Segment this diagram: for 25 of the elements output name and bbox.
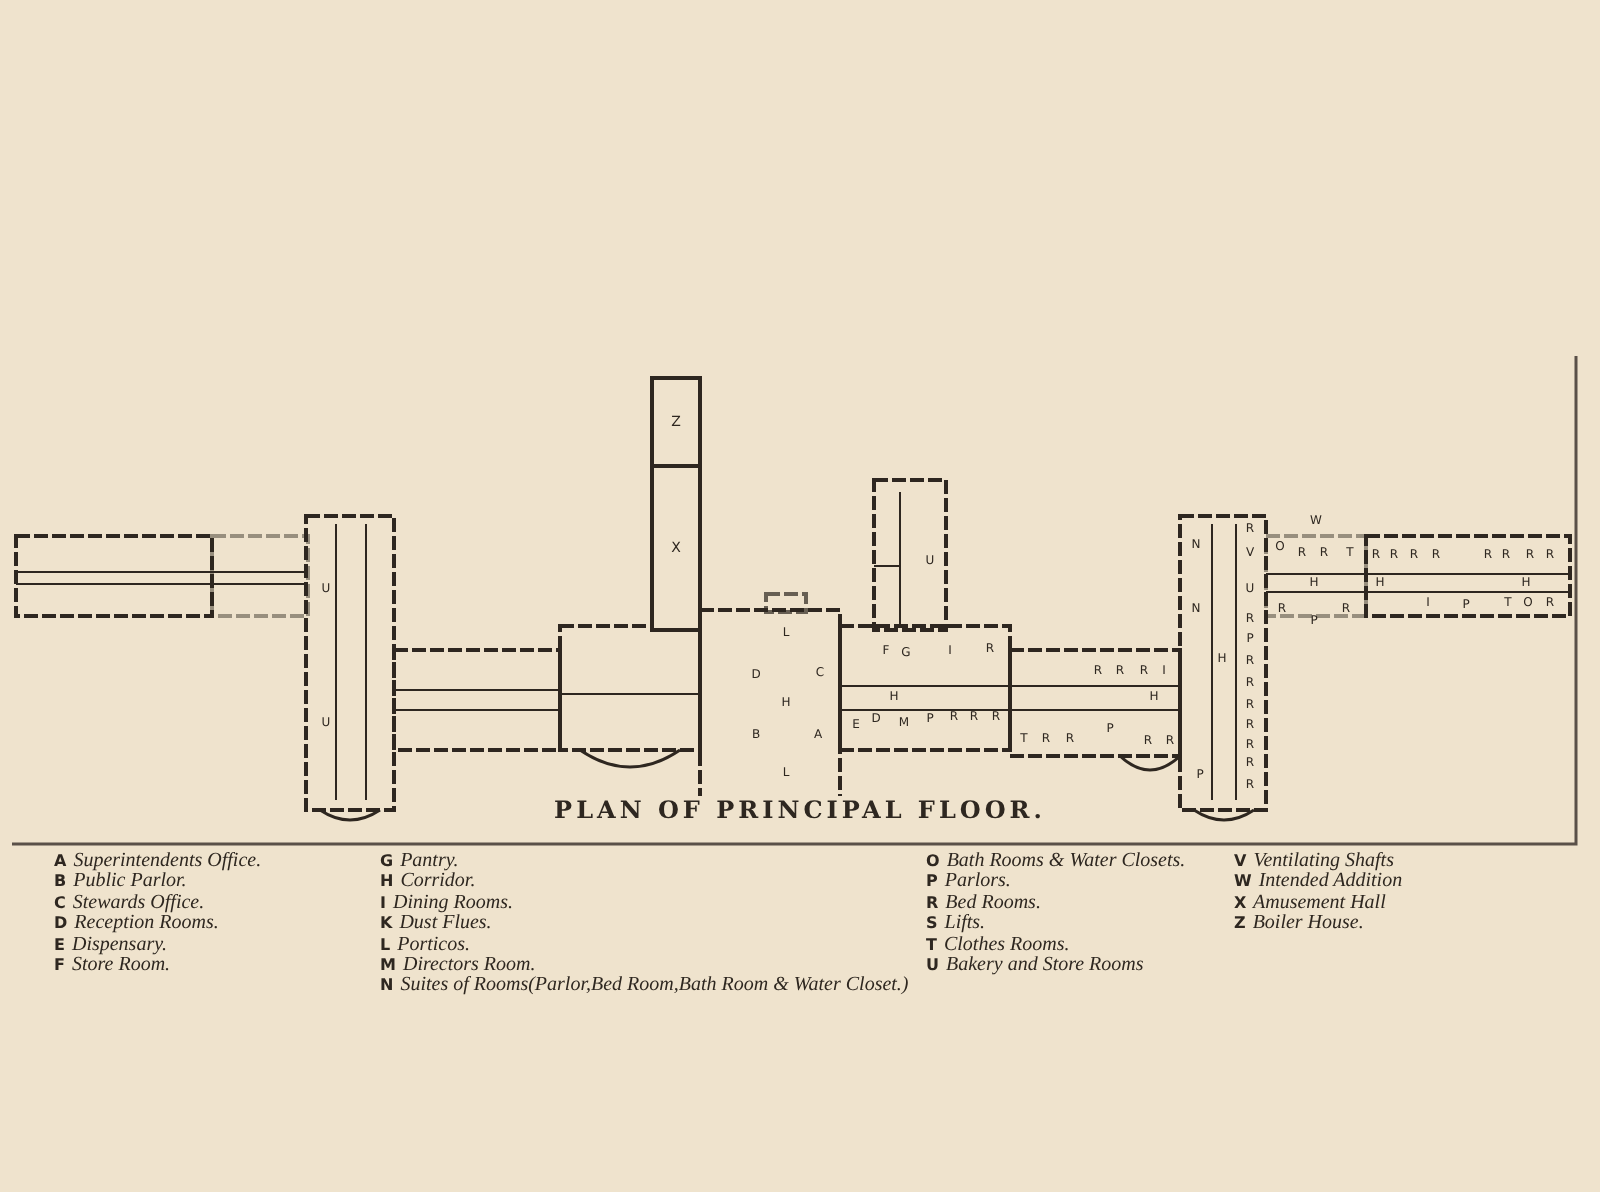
key-entry: W Intended Addition	[1234, 872, 1403, 893]
key-entry: I Dining Rooms.	[380, 893, 513, 914]
key-entry: D Reception Rooms.	[54, 914, 219, 935]
key-entry: M Directors Room.	[380, 956, 536, 976]
key-entry: N Suites of Rooms(Parlor,Bed Room,Bath Room & Water Closet.)	[380, 976, 909, 997]
key-entry: V Ventilating Shafts	[1234, 852, 1394, 872]
key-entry: S Lifts.	[926, 914, 986, 935]
room-box	[650, 376, 702, 468]
key-entry: T Clothes Rooms.	[926, 935, 1070, 956]
key-entry: F Store Room.	[54, 956, 171, 976]
key-entry: U Bakery and Store Rooms	[926, 956, 1144, 976]
key-entry: B Public Parlor.	[54, 872, 187, 893]
key-entry: K Dust Flues.	[380, 914, 492, 935]
key-entry: O Bath Rooms & Water Closets.	[926, 852, 1186, 872]
key-entry: L Porticos.	[380, 935, 470, 956]
key-entry: P Parlors.	[926, 872, 1011, 893]
key-entry: H Corridor.	[380, 872, 476, 893]
key-entry: E Dispensary.	[54, 935, 167, 956]
room-box	[650, 464, 702, 632]
key-entry: Z Boiler House.	[1234, 914, 1364, 935]
key-entry: C Stewards Office.	[54, 893, 205, 914]
key-entry: X Amusement Hall	[1234, 893, 1386, 914]
key-entry: G Pantry.	[380, 852, 459, 872]
key-entry: R Bed Rooms.	[926, 893, 1041, 914]
key-entry: A Superintendents Office.	[54, 852, 262, 872]
